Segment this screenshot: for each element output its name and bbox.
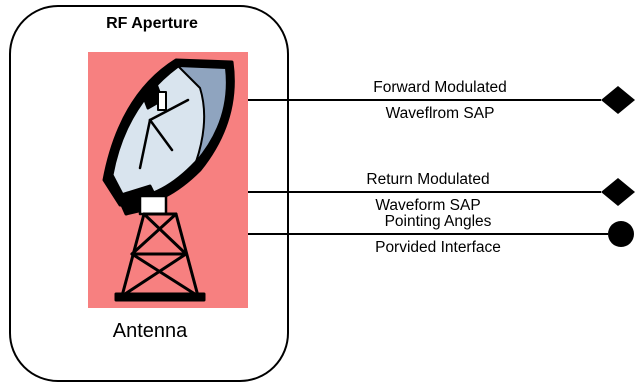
port-label-line1: Pointing Angles [384,213,492,230]
antenna-dish-icon [102,58,235,302]
component-name: Antenna [112,320,188,342]
port-label-line1: Forward Modulated [373,79,507,96]
port-forward-modulated [248,86,635,114]
component-title: RF Aperture [106,15,198,32]
port-pointing-angles [248,221,634,247]
port-label-line2: Porvided Interface [375,239,501,256]
port-label-line1: Return Modulated [366,171,490,188]
circle-icon [608,221,634,247]
diamond-icon [601,86,635,114]
diamond-icon [601,178,635,206]
port-label-line2: Waveflrom SAP [385,105,495,122]
port-return-modulated [248,178,635,206]
port-label-line2: Waveform SAP [375,197,481,214]
